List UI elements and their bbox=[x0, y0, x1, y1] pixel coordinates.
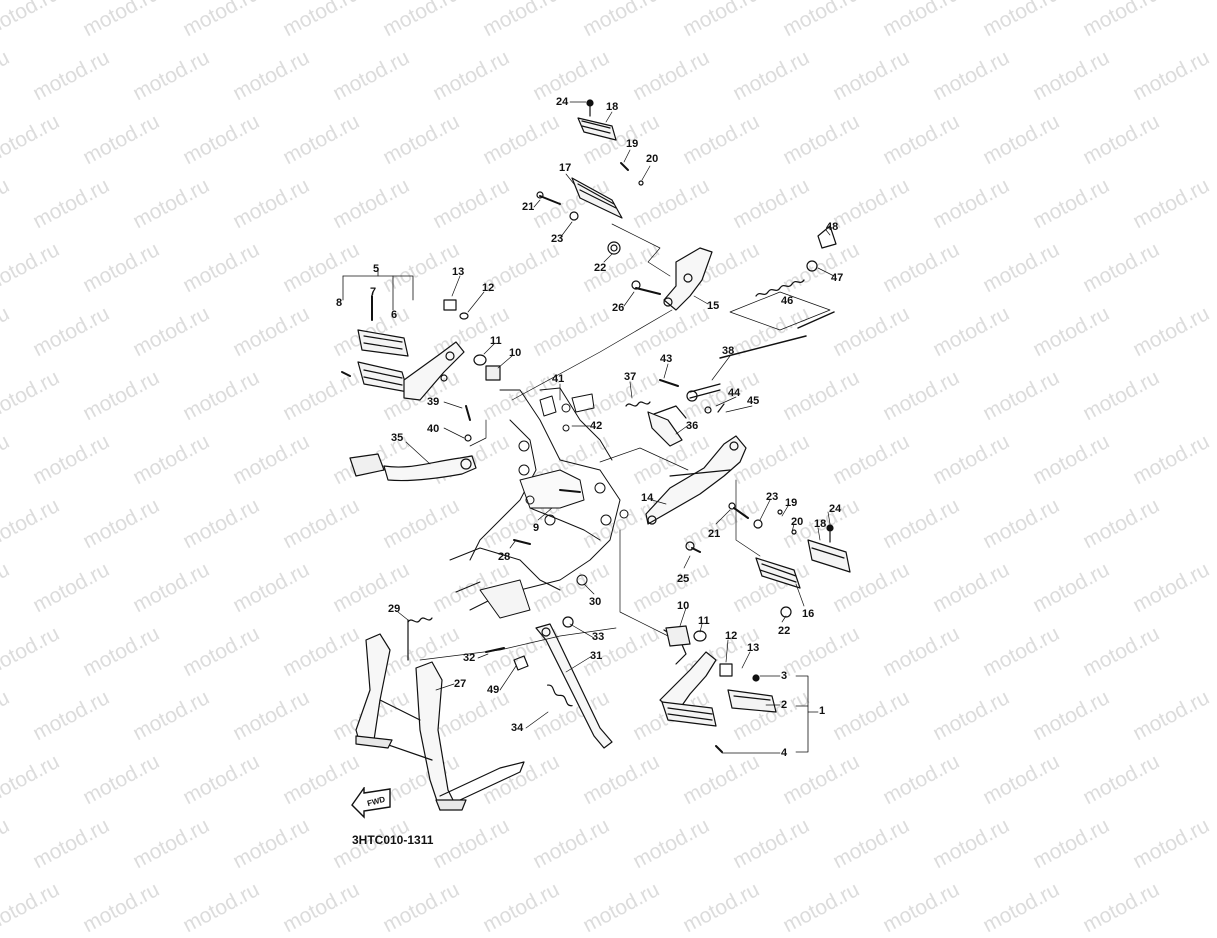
callout-c20a: 20 bbox=[646, 153, 659, 165]
callout-c19a: 19 bbox=[626, 138, 639, 150]
callout-c41: 41 bbox=[552, 373, 565, 385]
side-stand bbox=[485, 616, 613, 749]
right-rider-footrest bbox=[659, 625, 819, 753]
right-passenger-footrest bbox=[753, 509, 851, 618]
callout-c43: 43 bbox=[660, 353, 673, 365]
callout-c25: 25 bbox=[677, 573, 690, 585]
callout-c5: 5 bbox=[373, 263, 380, 275]
callout-c11a: 11 bbox=[490, 335, 502, 347]
callout-c10b: 10 bbox=[677, 600, 690, 612]
callout-c32: 32 bbox=[463, 652, 476, 664]
callout-c7: 7 bbox=[370, 286, 377, 298]
callout-c49: 49 bbox=[487, 684, 500, 696]
callout-c22b: 22 bbox=[778, 625, 791, 637]
callout-c14: 14 bbox=[641, 492, 654, 504]
callout-c19b: 19 bbox=[785, 497, 798, 509]
callout-c26: 26 bbox=[612, 302, 625, 314]
callout-c21a: 21 bbox=[522, 201, 535, 213]
callout-c46: 46 bbox=[781, 295, 794, 307]
callout-c18b: 18 bbox=[814, 518, 827, 530]
callout-c29: 29 bbox=[388, 603, 401, 615]
callout-c21b: 21 bbox=[708, 528, 721, 540]
callout-c2: 2 bbox=[781, 699, 788, 711]
callout-c12a: 12 bbox=[482, 282, 495, 294]
fwd-arrow-icon: FWD bbox=[351, 787, 391, 819]
callout-c12b: 12 bbox=[725, 630, 738, 642]
callout-c3: 3 bbox=[781, 670, 788, 682]
callout-c13a: 13 bbox=[452, 266, 465, 278]
callout-c22a: 22 bbox=[594, 262, 607, 274]
callout-c45: 45 bbox=[747, 395, 760, 407]
callout-c39: 39 bbox=[427, 396, 440, 408]
callout-c47: 47 bbox=[831, 272, 844, 284]
left-rider-footrest bbox=[341, 269, 501, 401]
callout-c37: 37 bbox=[624, 371, 637, 383]
callout-c10a: 10 bbox=[509, 347, 522, 359]
callout-c48: 48 bbox=[826, 221, 839, 233]
callout-c13b: 13 bbox=[747, 642, 760, 654]
callout-c28: 28 bbox=[498, 551, 511, 563]
callout-c15: 15 bbox=[707, 300, 720, 312]
callout-c11b: 11 bbox=[698, 615, 710, 627]
callout-c1: 1 bbox=[819, 705, 826, 717]
callout-c33: 33 bbox=[592, 631, 605, 643]
callout-c38: 38 bbox=[722, 345, 735, 357]
callout-c36: 36 bbox=[686, 420, 699, 432]
callout-c18a: 18 bbox=[606, 101, 619, 113]
callout-c17a: 17 bbox=[559, 162, 572, 174]
callout-c8: 8 bbox=[336, 297, 343, 309]
diagram-code: 3HTC010-1311 bbox=[352, 833, 434, 847]
callout-c30: 30 bbox=[589, 596, 602, 608]
callout-c20b: 20 bbox=[791, 516, 804, 528]
right-rider-bracket bbox=[645, 435, 749, 553]
right-rear-bracket bbox=[631, 247, 713, 311]
callout-c34: 34 bbox=[511, 722, 524, 734]
upper-passenger-footrest bbox=[536, 99, 644, 255]
callout-c44: 44 bbox=[728, 387, 741, 399]
callout-c31: 31 bbox=[590, 650, 603, 662]
callout-c23a: 23 bbox=[551, 233, 564, 245]
callout-c9: 9 bbox=[533, 522, 540, 534]
frame-center bbox=[449, 387, 629, 619]
leader-lines bbox=[397, 101, 835, 754]
callout-c24a: 24 bbox=[556, 96, 569, 108]
callout-c27: 27 bbox=[454, 678, 467, 690]
brake-switch-spring bbox=[625, 401, 687, 447]
callout-c35: 35 bbox=[391, 432, 404, 444]
callout-c24b: 24 bbox=[829, 503, 842, 515]
callout-c6: 6 bbox=[391, 309, 398, 321]
callout-c40: 40 bbox=[427, 423, 440, 435]
callout-c23b: 23 bbox=[766, 491, 779, 503]
callout-c42: 42 bbox=[590, 420, 603, 432]
spring-rod-right bbox=[659, 225, 837, 414]
center-stand bbox=[355, 617, 525, 811]
callout-c4: 4 bbox=[781, 747, 788, 759]
exploded-parts-drawing bbox=[341, 99, 851, 811]
brake-pedal bbox=[349, 405, 477, 482]
callout-c16: 16 bbox=[802, 608, 815, 620]
